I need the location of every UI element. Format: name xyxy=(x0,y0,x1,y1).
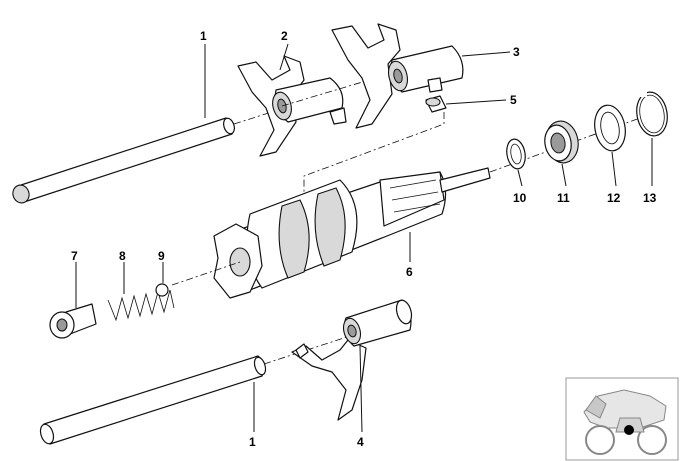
callout-12: 12 xyxy=(607,191,621,205)
callout-13: 13 xyxy=(643,191,657,205)
roller-5 xyxy=(303,95,447,196)
callout-9: 9 xyxy=(158,249,165,263)
shift-fork-3 xyxy=(331,23,464,129)
shift-rod-upper xyxy=(12,102,301,204)
shift-drum-6 xyxy=(171,117,641,299)
callout-6: 6 xyxy=(406,265,413,279)
screw-plug-7 xyxy=(49,303,97,339)
shift-fork-4 xyxy=(291,299,413,421)
circlip-13 xyxy=(636,91,668,137)
location-marker xyxy=(624,425,634,435)
callout-7: 7 xyxy=(71,249,78,263)
ball-9 xyxy=(155,283,169,297)
callout-2: 2 xyxy=(281,29,288,43)
callout-4: 4 xyxy=(357,435,364,449)
shift-fork-2 xyxy=(237,55,397,157)
spring-8 xyxy=(107,289,175,322)
shift-rod-lower xyxy=(39,335,351,445)
motorcycle-locator-thumbnail xyxy=(565,377,679,461)
washer-12 xyxy=(594,104,626,152)
leader-lines xyxy=(75,43,653,433)
callout-3: 3 xyxy=(513,45,520,59)
callout-labels: 1 2 3 5 10 11 12 13 6 7 8 9 1 4 xyxy=(71,29,657,449)
callout-1-upper: 1 xyxy=(200,29,207,43)
callout-11: 11 xyxy=(557,191,570,205)
callout-5: 5 xyxy=(510,93,517,107)
bearing-11 xyxy=(544,120,579,164)
circlip-10 xyxy=(506,138,526,170)
callout-8: 8 xyxy=(119,249,126,263)
callout-10: 10 xyxy=(513,191,527,205)
callout-1-lower: 1 xyxy=(249,435,256,449)
